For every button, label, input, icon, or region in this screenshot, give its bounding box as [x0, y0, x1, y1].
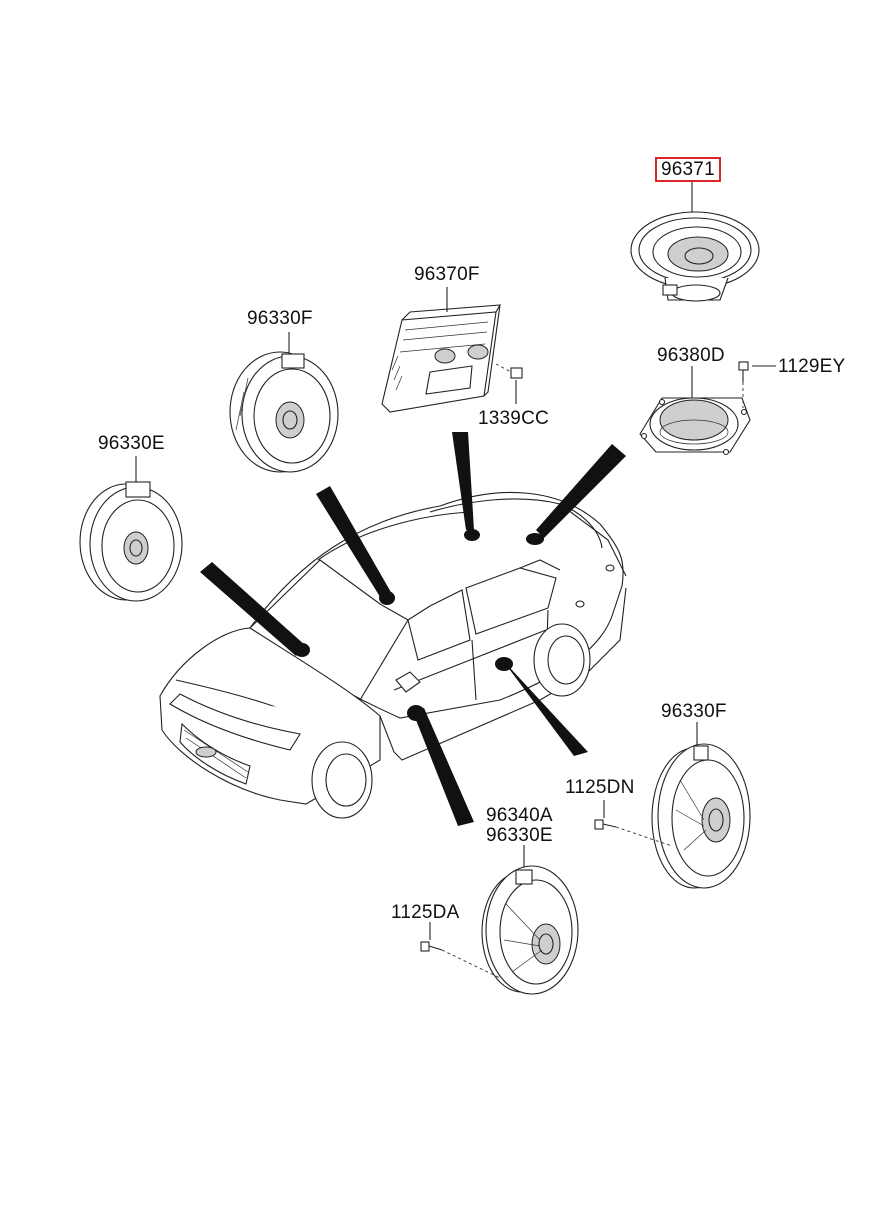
part-number-96380D[interactable]: 96380D	[657, 345, 725, 366]
part-number-1339CC[interactable]: 1339CC	[478, 408, 549, 429]
speaker-96330F-top-drawing[interactable]	[229, 332, 339, 473]
speaker-96330E-left-drawing[interactable]	[79, 456, 183, 602]
speaker-96330F-right-drawing[interactable]	[594, 722, 751, 889]
part-number-96330F-top[interactable]: 96330F	[247, 308, 313, 329]
car-body-drawing	[159, 491, 627, 819]
speaker-96340A-drawing[interactable]	[420, 845, 579, 995]
speaker-96371-drawing[interactable]	[630, 181, 760, 302]
part-number-96330E-left[interactable]: 96330E	[98, 433, 165, 454]
part-number-96371-highlighted[interactable]: 96371	[655, 157, 721, 182]
part-number-96370F[interactable]: 96370F	[414, 264, 480, 285]
amplifier-96370F-drawing[interactable]	[381, 287, 523, 413]
part-number-96330E-bottom[interactable]: 96330E	[486, 825, 553, 846]
part-number-96340A[interactable]: 96340A	[486, 805, 553, 826]
part-number-1125DA[interactable]: 1125DA	[391, 902, 460, 923]
part-number-1129EY[interactable]: 1129EY	[778, 356, 846, 377]
part-number-96330F-right[interactable]: 96330F	[661, 701, 727, 722]
tweeter-96380D-drawing[interactable]	[639, 361, 776, 456]
part-number-1125DN[interactable]: 1125DN	[565, 777, 635, 798]
pointer-wedges	[200, 432, 626, 826]
